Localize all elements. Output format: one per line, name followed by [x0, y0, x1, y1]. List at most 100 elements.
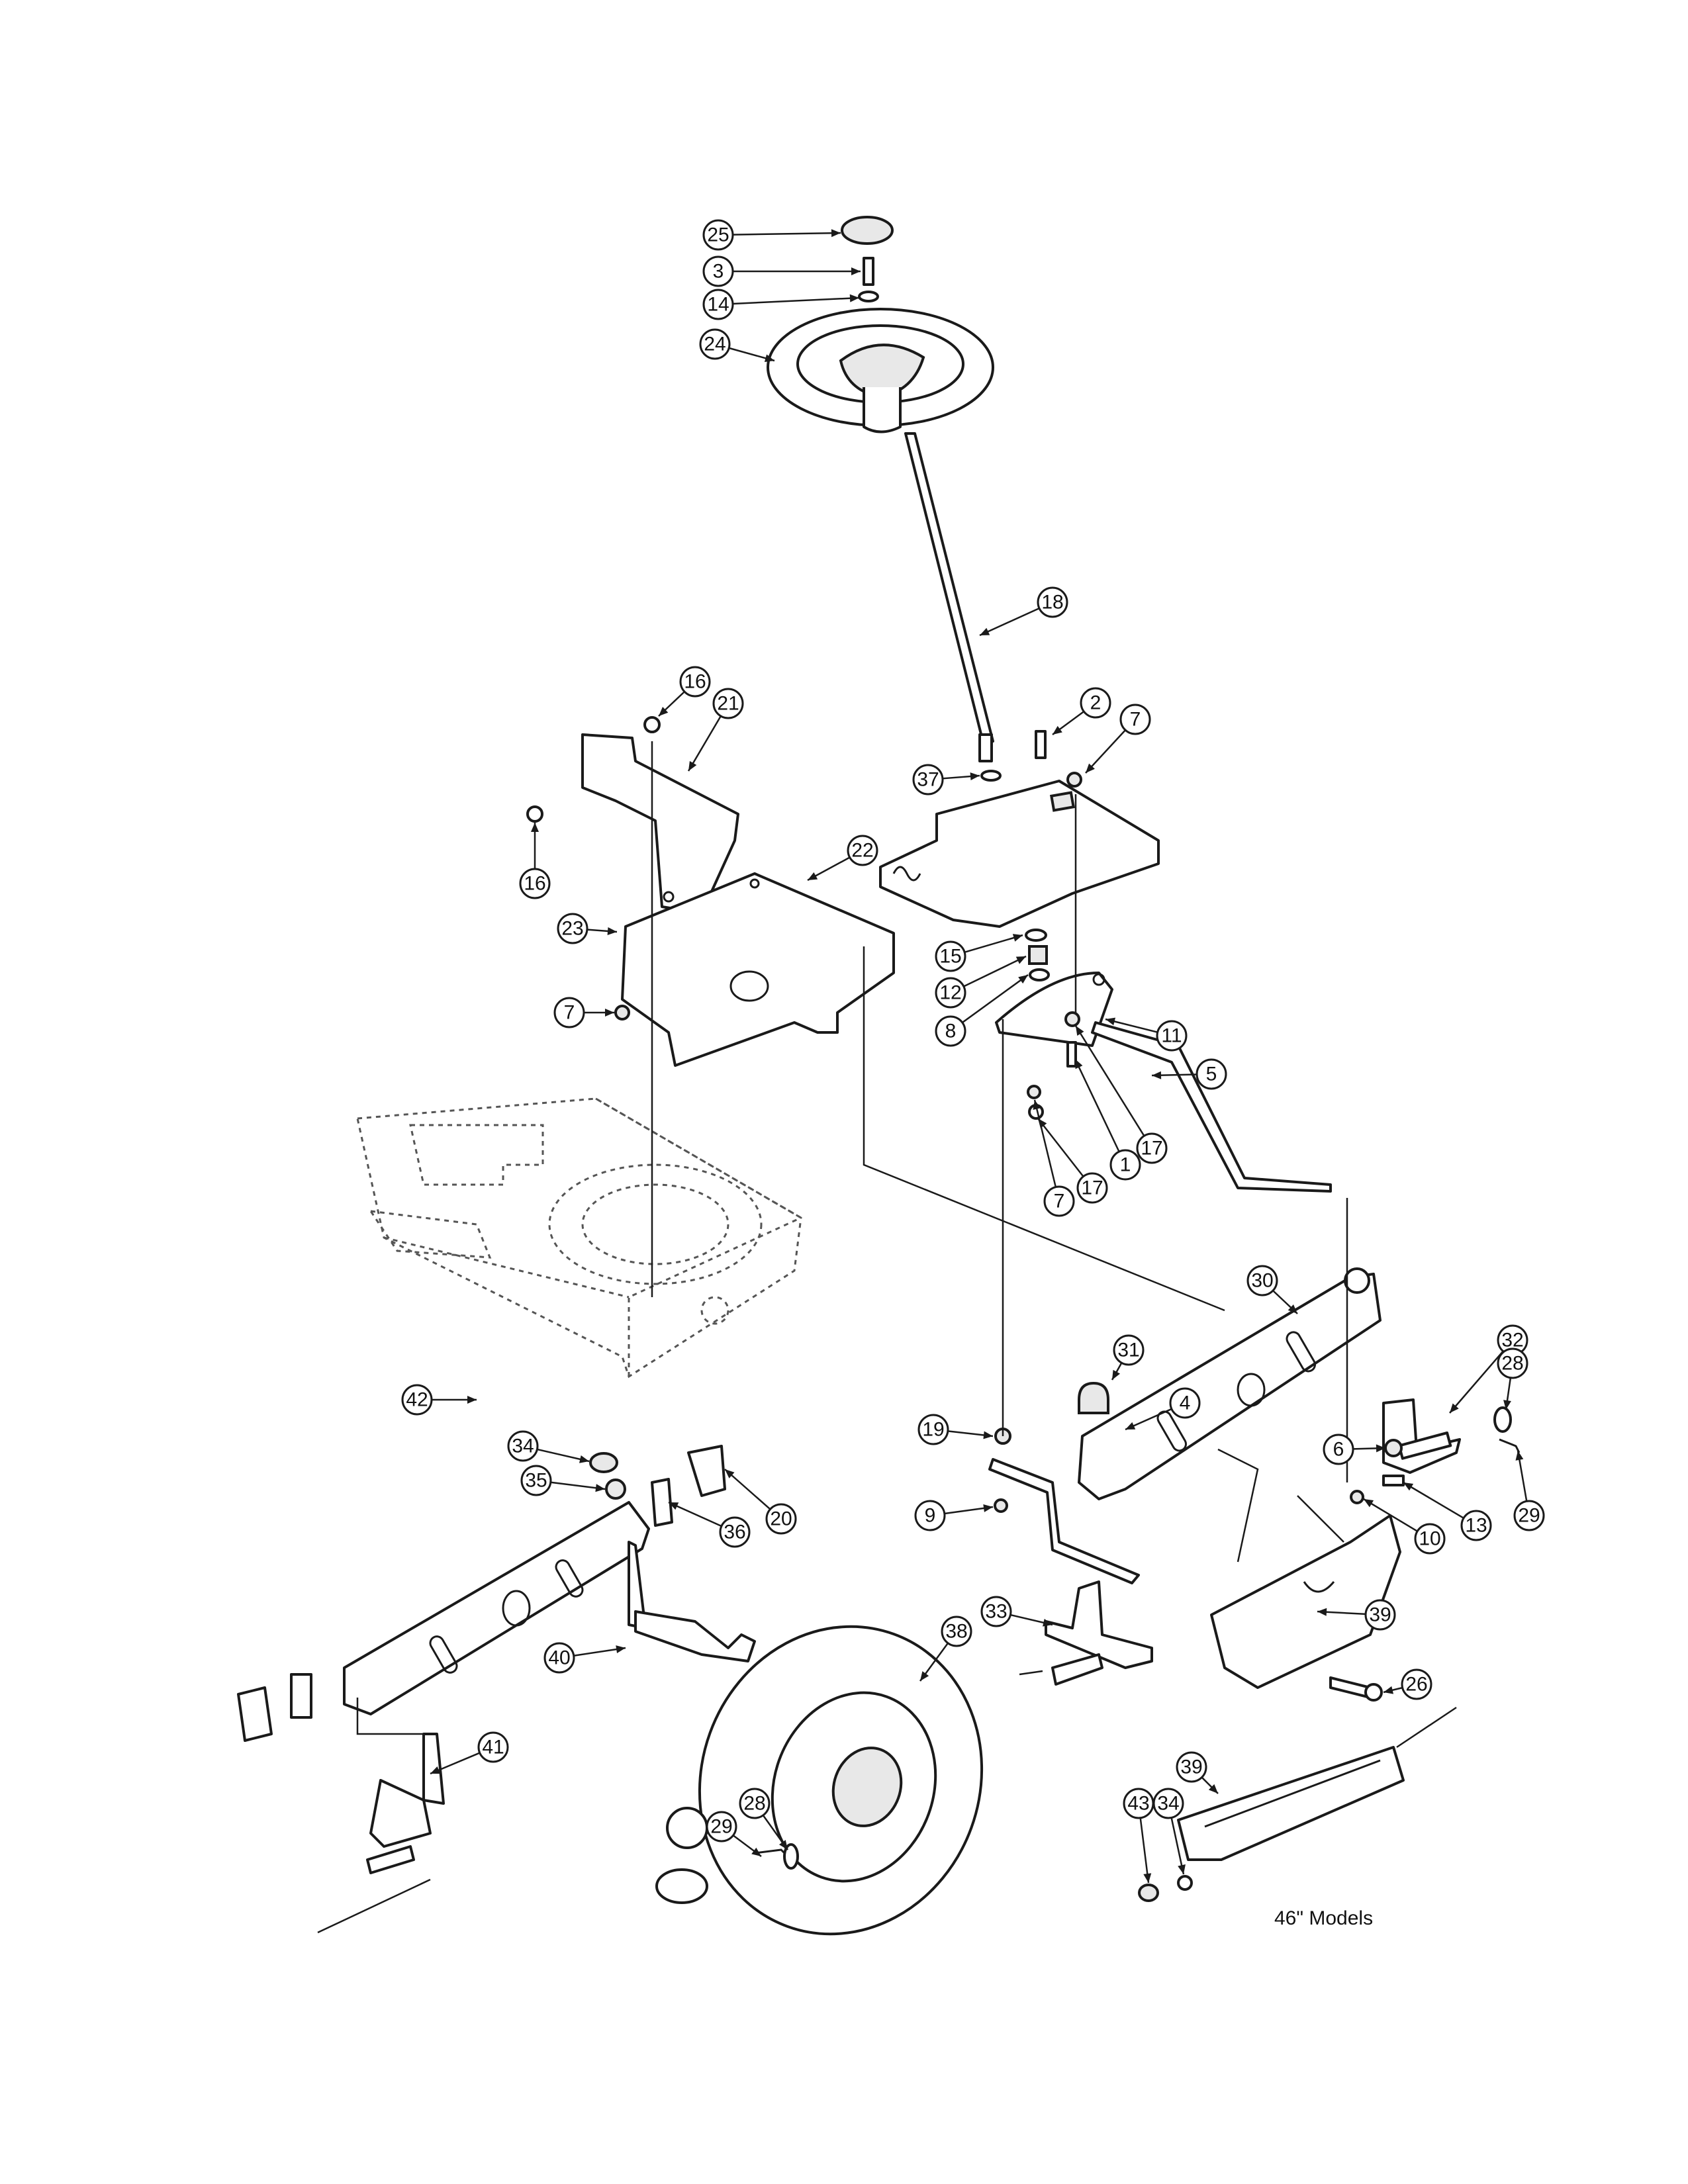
callout-28-washer-left: 28: [739, 1788, 789, 1850]
callout-7-locknut-bottom: 7: [1033, 1099, 1075, 1217]
callout-number: 2: [1090, 692, 1102, 714]
callout-32-spindle-right: 32: [1449, 1324, 1528, 1414]
wheel-washer: [858, 291, 879, 302]
callout-arrowhead: [1383, 1686, 1394, 1694]
callout-arrowhead: [669, 1502, 679, 1510]
sector-gear: [995, 972, 1113, 1047]
steering-plate: [879, 780, 1160, 928]
callout-circle: [1460, 1510, 1492, 1541]
axle-bearing: [605, 1479, 626, 1500]
callout-circle: [1119, 704, 1151, 735]
callout-18-steering-shaft: 18: [979, 586, 1068, 637]
callout-arrowhead: [467, 1396, 477, 1404]
callout-leader: [732, 296, 860, 305]
callout-28-washer-right: 28: [1497, 1347, 1528, 1410]
spindle-right: [1382, 1398, 1461, 1474]
pinion-gear: [1028, 945, 1048, 965]
callout-8-gear-bushing: 8: [935, 974, 1029, 1047]
callout-circle: [935, 1015, 966, 1047]
callout-circle: [917, 1414, 949, 1445]
callout-number: 34: [512, 1435, 534, 1457]
callout-circle: [1080, 687, 1111, 719]
callout-arrowhead: [1033, 1100, 1041, 1111]
callout-circle: [679, 666, 711, 698]
callout-14-wheel-washer: 14: [702, 289, 860, 320]
callout-arrowhead: [1288, 1304, 1297, 1314]
callout-leader: [1139, 1817, 1150, 1884]
upper-bracket: [581, 733, 739, 915]
callout-circle: [935, 940, 966, 972]
callout-34-axle-cap-left: 34: [507, 1430, 590, 1463]
callout-arrowhead: [980, 627, 990, 635]
callout-16-bracket-screw-side: 16: [519, 823, 551, 899]
callout-5-drag-link: 5: [1151, 1058, 1227, 1090]
callout-leader: [1363, 1498, 1418, 1532]
callout-arrowhead: [1018, 975, 1028, 984]
callout-leader: [979, 607, 1040, 637]
callout-circle: [519, 868, 551, 899]
callout-number: 33: [985, 1601, 1007, 1623]
callout-leader: [687, 715, 722, 772]
callout-leader: [1449, 1350, 1504, 1414]
callout-number: 10: [1419, 1528, 1440, 1550]
callout-17-spacer-a: 17: [1074, 1025, 1168, 1164]
callout-41-alt-spindle-left: 41: [430, 1731, 509, 1775]
callout-number: 16: [524, 873, 545, 895]
callout-38-front-tire: 38: [919, 1615, 972, 1682]
alt-spindle: [628, 1541, 756, 1662]
callout-number: 7: [1130, 709, 1141, 731]
callout-number: 32: [1501, 1330, 1523, 1351]
callout-number: 28: [1501, 1353, 1523, 1375]
callout-circle: [702, 289, 734, 320]
callout-circle: [543, 1642, 575, 1674]
callout-leader: [962, 974, 1029, 1024]
callout-23-dash-bracket: 23: [557, 913, 618, 944]
callout-number: 17: [1141, 1138, 1162, 1160]
ball-joint: [1384, 1439, 1403, 1457]
spacer-a: [1064, 1011, 1080, 1027]
callout-12-pinion-gear: 12: [935, 955, 1027, 1009]
callout-number: 30: [1251, 1270, 1273, 1292]
steering-shaft: [904, 432, 994, 762]
callout-arrowhead: [1317, 1608, 1327, 1616]
front-axle: [1078, 1267, 1382, 1500]
callout-circle: [914, 1500, 946, 1531]
callout-arrowhead: [808, 872, 818, 880]
callout-arrowhead: [605, 1009, 614, 1017]
callout-33-spindle-left: 33: [980, 1596, 1053, 1627]
shoulder-bolt: [1066, 1041, 1077, 1068]
callout-leader: [1037, 1118, 1084, 1177]
callout-number: 6: [1333, 1439, 1344, 1461]
callout-number: 28: [743, 1793, 765, 1815]
callout-arrowhead: [778, 1840, 788, 1850]
assembly-lines: [317, 741, 1457, 1934]
callout-circle: [1401, 1668, 1432, 1700]
callout-number: 8: [945, 1021, 957, 1042]
callout-number: 11: [1161, 1025, 1182, 1047]
callout-number: 37: [917, 769, 939, 791]
callout-circle: [935, 977, 966, 1009]
callout-circle: [712, 688, 744, 719]
callout-arrowhead: [1208, 1784, 1218, 1794]
callout-9-link-locknut: 9: [914, 1500, 994, 1531]
callout-arrowhead: [659, 707, 669, 716]
callout-number: 5: [1206, 1064, 1217, 1085]
callout-number: 18: [1041, 592, 1063, 614]
wheel-bolt: [863, 257, 874, 286]
callout-number: 17: [1081, 1177, 1103, 1199]
callout-10-tie-nut: 10: [1363, 1498, 1446, 1555]
callout-leader: [1074, 1058, 1120, 1152]
callout-number: 24: [704, 334, 726, 355]
callout-2-bolt-top: 2: [1052, 687, 1111, 736]
callout-40-alt-spindle: 40: [543, 1642, 626, 1674]
callout-26-guard-bolt: 26: [1383, 1668, 1432, 1700]
callout-circle: [1513, 1500, 1545, 1531]
steering-wheel: [767, 308, 994, 433]
callout-circle: [702, 255, 734, 287]
callout-arrowhead: [616, 1645, 626, 1654]
callout-circle: [1043, 1185, 1075, 1217]
callout-circle: [980, 1596, 1012, 1627]
callout-36-bushing-half: 36: [668, 1501, 751, 1548]
callout-number: 43: [1127, 1793, 1149, 1815]
callout-circle: [1497, 1347, 1528, 1379]
